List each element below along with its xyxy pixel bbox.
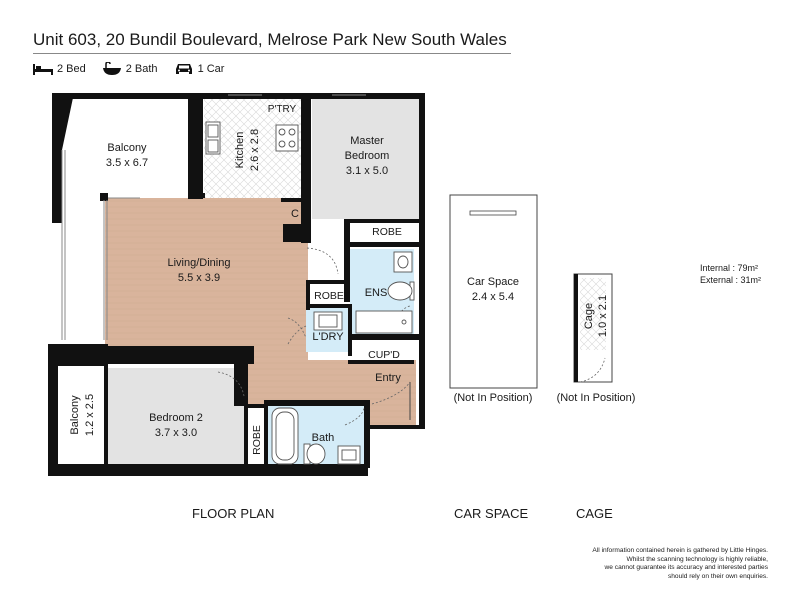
bed-feature: 2 Bed bbox=[33, 63, 86, 75]
car-icon bbox=[174, 62, 194, 76]
small-balcony-floor bbox=[62, 364, 107, 468]
disclaimer-line: All information contained herein is gath… bbox=[592, 547, 768, 554]
small-balcony-dims: 1.2 x 2.5 bbox=[84, 394, 96, 436]
entry-label: Entry bbox=[375, 372, 401, 384]
cage-caption: CAGE bbox=[576, 506, 613, 521]
cage-wall bbox=[574, 274, 578, 382]
external-area: External : 31m² bbox=[700, 275, 762, 285]
car-count-label: 1 Car bbox=[197, 63, 225, 75]
pantry-label: P'TRY bbox=[268, 104, 297, 115]
small-balcony-label: Balcony bbox=[69, 395, 81, 435]
robe-label: ROBE bbox=[314, 290, 344, 302]
balcony-dims: 3.5 x 6.7 bbox=[106, 157, 148, 169]
disclaimer: All information contained herein is gath… bbox=[508, 547, 768, 581]
bedroom-2-robe-label: ROBE bbox=[251, 425, 263, 455]
bath-count-label: 2 Bath bbox=[125, 63, 158, 75]
master-label-2: Bedroom bbox=[345, 150, 390, 162]
robe-bed2-floor bbox=[248, 405, 268, 467]
car-space-outline bbox=[449, 194, 538, 389]
bath-label: Bath bbox=[312, 432, 335, 444]
living-dining-floor bbox=[105, 198, 308, 364]
car-space-note: (Not In Position) bbox=[454, 392, 533, 404]
robe-mid-floor bbox=[308, 284, 350, 306]
master-label: Master bbox=[350, 135, 384, 147]
car-space-caption: CAR SPACE bbox=[454, 506, 529, 521]
cage-dims: 1.0 x 2.1 bbox=[597, 295, 609, 337]
walls bbox=[48, 93, 425, 476]
robe-master-floor bbox=[352, 222, 420, 244]
floor-plan-caption: FLOOR PLAN bbox=[192, 506, 275, 521]
cupboard-d-label: CUP'D bbox=[368, 349, 400, 361]
balcony-label: Balcony bbox=[107, 142, 147, 154]
cage-note: (Not In Position) bbox=[557, 392, 636, 404]
car-space-marker bbox=[469, 210, 517, 216]
balcony-floor bbox=[62, 99, 188, 195]
bath-feature: 2 Bath bbox=[102, 62, 158, 76]
internal-area: Internal : 79m² bbox=[700, 263, 759, 273]
living-dining-label: Living/Dining bbox=[168, 257, 231, 269]
ensuite-label: ENS bbox=[365, 287, 388, 299]
bath-icon bbox=[102, 62, 122, 76]
bed-icon bbox=[33, 63, 53, 75]
disclaimer-line: should rely on their own enquiries. bbox=[667, 572, 768, 580]
header-divider bbox=[33, 53, 511, 54]
laundry-label: L'DRY bbox=[312, 331, 344, 343]
feature-summary: 2 Bed 2 Bath 1 Car bbox=[33, 62, 224, 76]
bed-count-label: 2 Bed bbox=[57, 63, 86, 75]
fixtures bbox=[205, 121, 415, 465]
cage-label: Cage bbox=[583, 303, 595, 329]
bathroom-toilet-icon bbox=[306, 443, 326, 465]
car-space-dims: 2.4 x 5.4 bbox=[472, 291, 514, 303]
living-dining-dims: 5.5 x 3.9 bbox=[178, 272, 220, 284]
property-address: Unit 603, 20 Bundil Boulevard, Melrose P… bbox=[33, 30, 507, 49]
car-feature: 1 Car bbox=[174, 62, 225, 76]
master-robe-label: ROBE bbox=[372, 226, 402, 238]
ensuite-toilet-icon bbox=[387, 281, 413, 301]
master-dims: 3.1 x 5.0 bbox=[346, 165, 388, 177]
cupd-floor bbox=[352, 344, 412, 362]
cage-door-swing bbox=[579, 357, 606, 383]
kitchen-label: Kitchen bbox=[234, 132, 246, 169]
kitchen-dims: 2.6 x 2.8 bbox=[249, 129, 261, 171]
cupboard-label: C bbox=[291, 208, 299, 220]
ensuite-shower-icon bbox=[355, 310, 413, 334]
bedroom-2-dims: 3.7 x 3.0 bbox=[155, 427, 197, 439]
bedroom-2-floor bbox=[108, 368, 248, 472]
disclaimer-line: we cannot guarantee its accuracy and int… bbox=[604, 564, 768, 572]
cooktop-icon bbox=[275, 124, 299, 152]
car-space-label: Car Space bbox=[467, 276, 519, 288]
bedroom-2-label: Bedroom 2 bbox=[149, 412, 203, 424]
windows bbox=[61, 94, 366, 340]
disclaimer-line: Whilst the scanning technology is highly… bbox=[626, 555, 768, 563]
area-summary: Internal : 79m² External : 31m² bbox=[700, 262, 761, 286]
master-bedroom-floor bbox=[312, 99, 420, 219]
cage-floor bbox=[580, 278, 606, 350]
